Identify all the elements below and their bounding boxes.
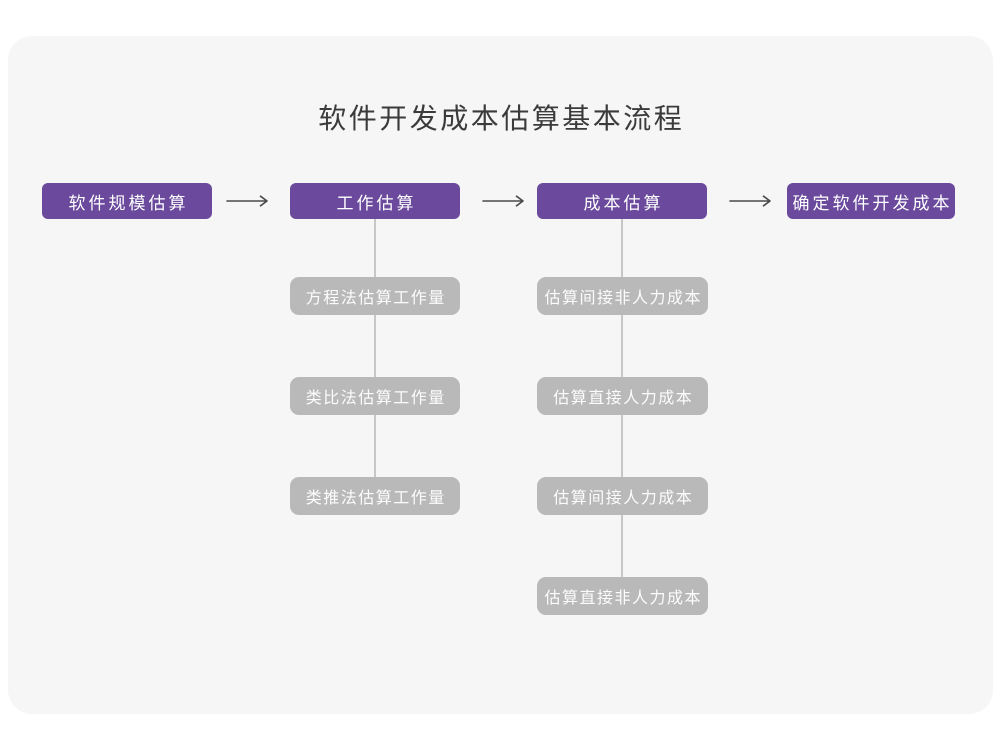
cost-node-indirect-labor: 估算间接人力成本: [537, 477, 708, 515]
flow-node-label: 软件规模估算: [68, 193, 189, 213]
method-node-extrapolation: 类推法估算工作量: [290, 477, 460, 515]
flow-node-label: 确定软件开发成本: [792, 193, 953, 213]
method-node-label: 方程法估算工作量: [305, 290, 446, 307]
cost-node-direct-labor: 估算直接人力成本: [537, 377, 708, 415]
right-arrow-icon: [729, 195, 771, 207]
method-node-analogy: 类比法估算工作量: [290, 377, 460, 415]
cost-node-label: 估算间接非人力成本: [544, 290, 702, 307]
flow-node-determine-development-cost: 确定软件开发成本: [787, 183, 955, 219]
flow-node-label: 成本估算: [583, 193, 664, 213]
cost-node-direct-nonlabor: 估算直接非人力成本: [537, 577, 708, 615]
cost-node-indirect-nonlabor: 估算间接非人力成本: [537, 277, 708, 315]
method-node-equation: 方程法估算工作量: [290, 277, 460, 315]
method-node-label: 类比法估算工作量: [305, 390, 446, 407]
flow-node-work-estimation: 工作估算: [290, 183, 460, 219]
cost-node-label: 估算直接非人力成本: [544, 590, 702, 607]
right-arrow-icon: [482, 195, 524, 207]
flow-node-label: 工作估算: [336, 193, 417, 213]
cost-node-label: 估算直接人力成本: [553, 390, 694, 407]
right-arrow-icon: [226, 195, 268, 207]
work-estimation-connector-line: [374, 219, 376, 481]
cost-node-label: 估算间接人力成本: [553, 490, 694, 507]
diagram-canvas: [8, 36, 993, 714]
flow-node-software-scale-estimation: 软件规模估算: [42, 183, 212, 219]
flow-node-cost-estimation: 成本估算: [537, 183, 707, 219]
method-node-label: 类推法估算工作量: [305, 490, 446, 507]
diagram-title: 软件开发成本估算基本流程: [318, 103, 685, 134]
